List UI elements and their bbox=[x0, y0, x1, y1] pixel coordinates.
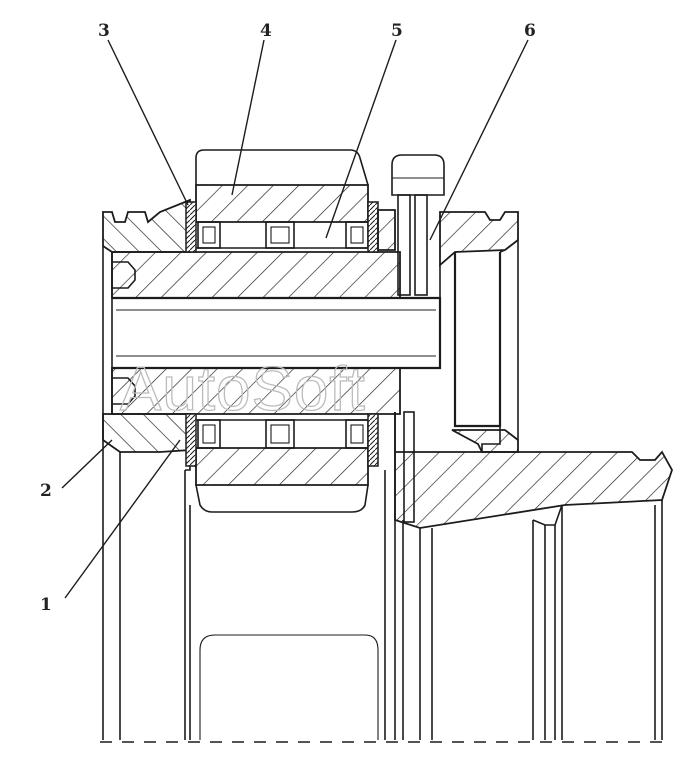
watermark: AutoSoft bbox=[120, 355, 366, 424]
callout-6: 6 bbox=[524, 21, 536, 41]
callout-3: 3 bbox=[98, 21, 110, 41]
axle-shaft bbox=[111, 251, 442, 415]
leader-lines bbox=[61, 39, 529, 599]
gear-hub bbox=[394, 412, 673, 740]
callout-5: 5 bbox=[391, 21, 403, 41]
planet-gear-upper bbox=[195, 149, 369, 249]
planet-gear-lower bbox=[195, 419, 369, 513]
callout-1: 1 bbox=[40, 595, 52, 615]
callout-2: 2 bbox=[40, 481, 52, 501]
lock-pin bbox=[391, 154, 445, 523]
carrier-housing bbox=[102, 198, 386, 740]
roller-bearing-lower bbox=[197, 419, 369, 449]
roller-bearing-upper bbox=[197, 221, 369, 249]
callout-4: 4 bbox=[260, 21, 272, 41]
right-flange bbox=[377, 209, 519, 453]
